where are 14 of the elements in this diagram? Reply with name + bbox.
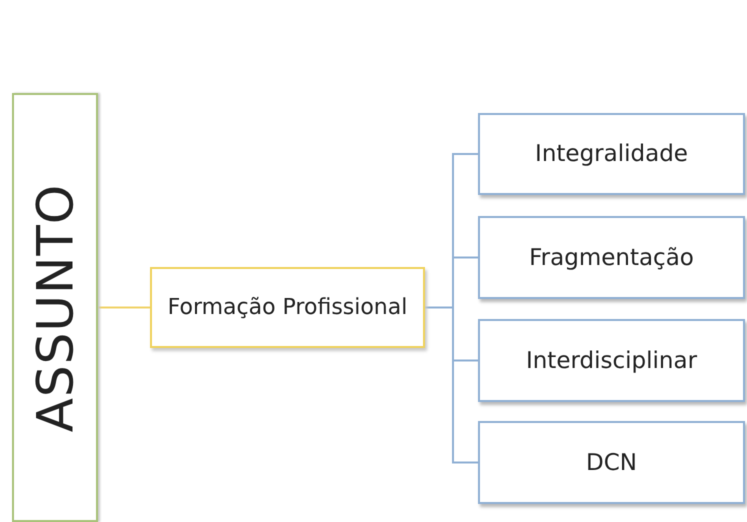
subtopic-box bbox=[478, 216, 745, 299]
node-label: Fragmentação bbox=[529, 244, 694, 270]
node-label: Formação Profissional bbox=[168, 294, 408, 320]
subtopic-box bbox=[478, 421, 745, 504]
subject-box bbox=[12, 93, 98, 522]
subtopic-box bbox=[478, 113, 745, 195]
connector-line bbox=[98, 306, 150, 308]
node-label: Integralidade bbox=[535, 141, 688, 167]
connector-line bbox=[425, 306, 478, 464]
topic-box bbox=[150, 267, 425, 348]
subject-label: ASSUNTO bbox=[26, 183, 84, 432]
node-label: Interdisciplinar bbox=[526, 348, 698, 374]
subtopic-box bbox=[478, 319, 745, 402]
node-label: DCN bbox=[586, 450, 637, 476]
